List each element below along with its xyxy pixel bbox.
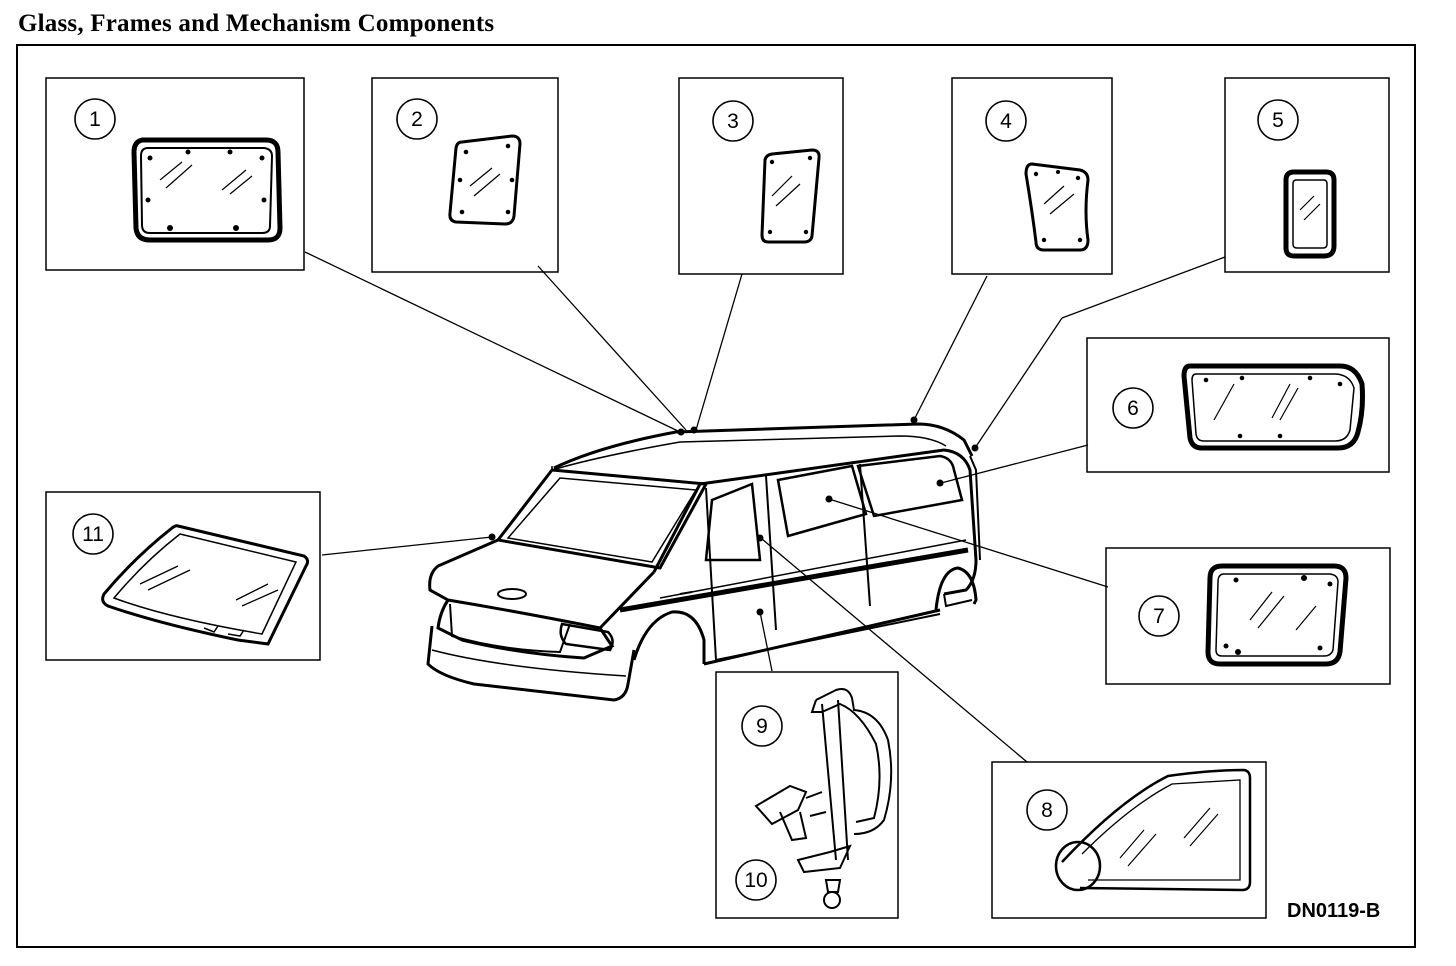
diagram-title: Glass, Frames and Mechanism Components bbox=[18, 10, 495, 37]
part-box-5 bbox=[1224, 77, 1390, 273]
glass-part-3-icon bbox=[760, 148, 821, 244]
callout-9-label: 9 bbox=[756, 715, 768, 738]
callout-6-label: 6 bbox=[1127, 397, 1139, 420]
callout-2-label: 2 bbox=[411, 108, 423, 131]
callout-5-circle bbox=[1257, 99, 1299, 141]
part-box-11 bbox=[45, 491, 321, 661]
callout-11-circle bbox=[72, 513, 114, 555]
part-box-6 bbox=[1086, 337, 1390, 473]
glass-part-4-icon bbox=[1024, 162, 1090, 252]
callout-4-circle bbox=[985, 100, 1027, 142]
window-regulator-icon bbox=[754, 688, 893, 909]
callout-3-circle bbox=[712, 100, 754, 142]
leader-endpoints bbox=[488, 416, 979, 616]
windshield-part-11-icon bbox=[101, 524, 310, 646]
part-box-2 bbox=[371, 77, 559, 273]
callout-6-circle bbox=[1112, 387, 1154, 429]
glass-part-8-icon bbox=[1054, 768, 1252, 892]
callout-5-label: 5 bbox=[1272, 109, 1284, 132]
callout-2-circle bbox=[396, 98, 438, 140]
part-box-4 bbox=[951, 77, 1113, 275]
part-box-1 bbox=[45, 77, 305, 271]
part-box-7 bbox=[1105, 547, 1391, 685]
glass-part-1-icon bbox=[131, 137, 283, 243]
figure-code: DN0119-B bbox=[1287, 900, 1381, 922]
callout-1-label: 1 bbox=[89, 108, 101, 131]
part-box-8 bbox=[991, 761, 1267, 919]
callout-10-circle bbox=[735, 859, 777, 901]
callout-9-circle bbox=[741, 705, 783, 747]
part-box-3 bbox=[678, 77, 844, 275]
glass-part-7-icon bbox=[1205, 563, 1349, 667]
callout-3-label: 3 bbox=[727, 110, 739, 133]
callout-11-label: 11 bbox=[82, 523, 104, 546]
glass-part-5-icon bbox=[1283, 169, 1337, 259]
callout-7-label: 7 bbox=[1153, 605, 1165, 628]
callout-10-label: 10 bbox=[744, 869, 767, 892]
callout-8-label: 8 bbox=[1041, 799, 1053, 822]
callout-4-label: 4 bbox=[1000, 110, 1012, 133]
callout-1-circle bbox=[74, 98, 116, 140]
glass-part-6-icon bbox=[1181, 363, 1365, 451]
diagram-frame bbox=[16, 44, 1416, 948]
leader-lines bbox=[304, 251, 1226, 763]
callout-7-circle bbox=[1138, 595, 1180, 637]
van-body-icon bbox=[426, 422, 981, 702]
glass-part-2-icon bbox=[448, 134, 522, 226]
part-box-9-10 bbox=[715, 671, 899, 919]
callout-8-circle bbox=[1026, 789, 1068, 831]
